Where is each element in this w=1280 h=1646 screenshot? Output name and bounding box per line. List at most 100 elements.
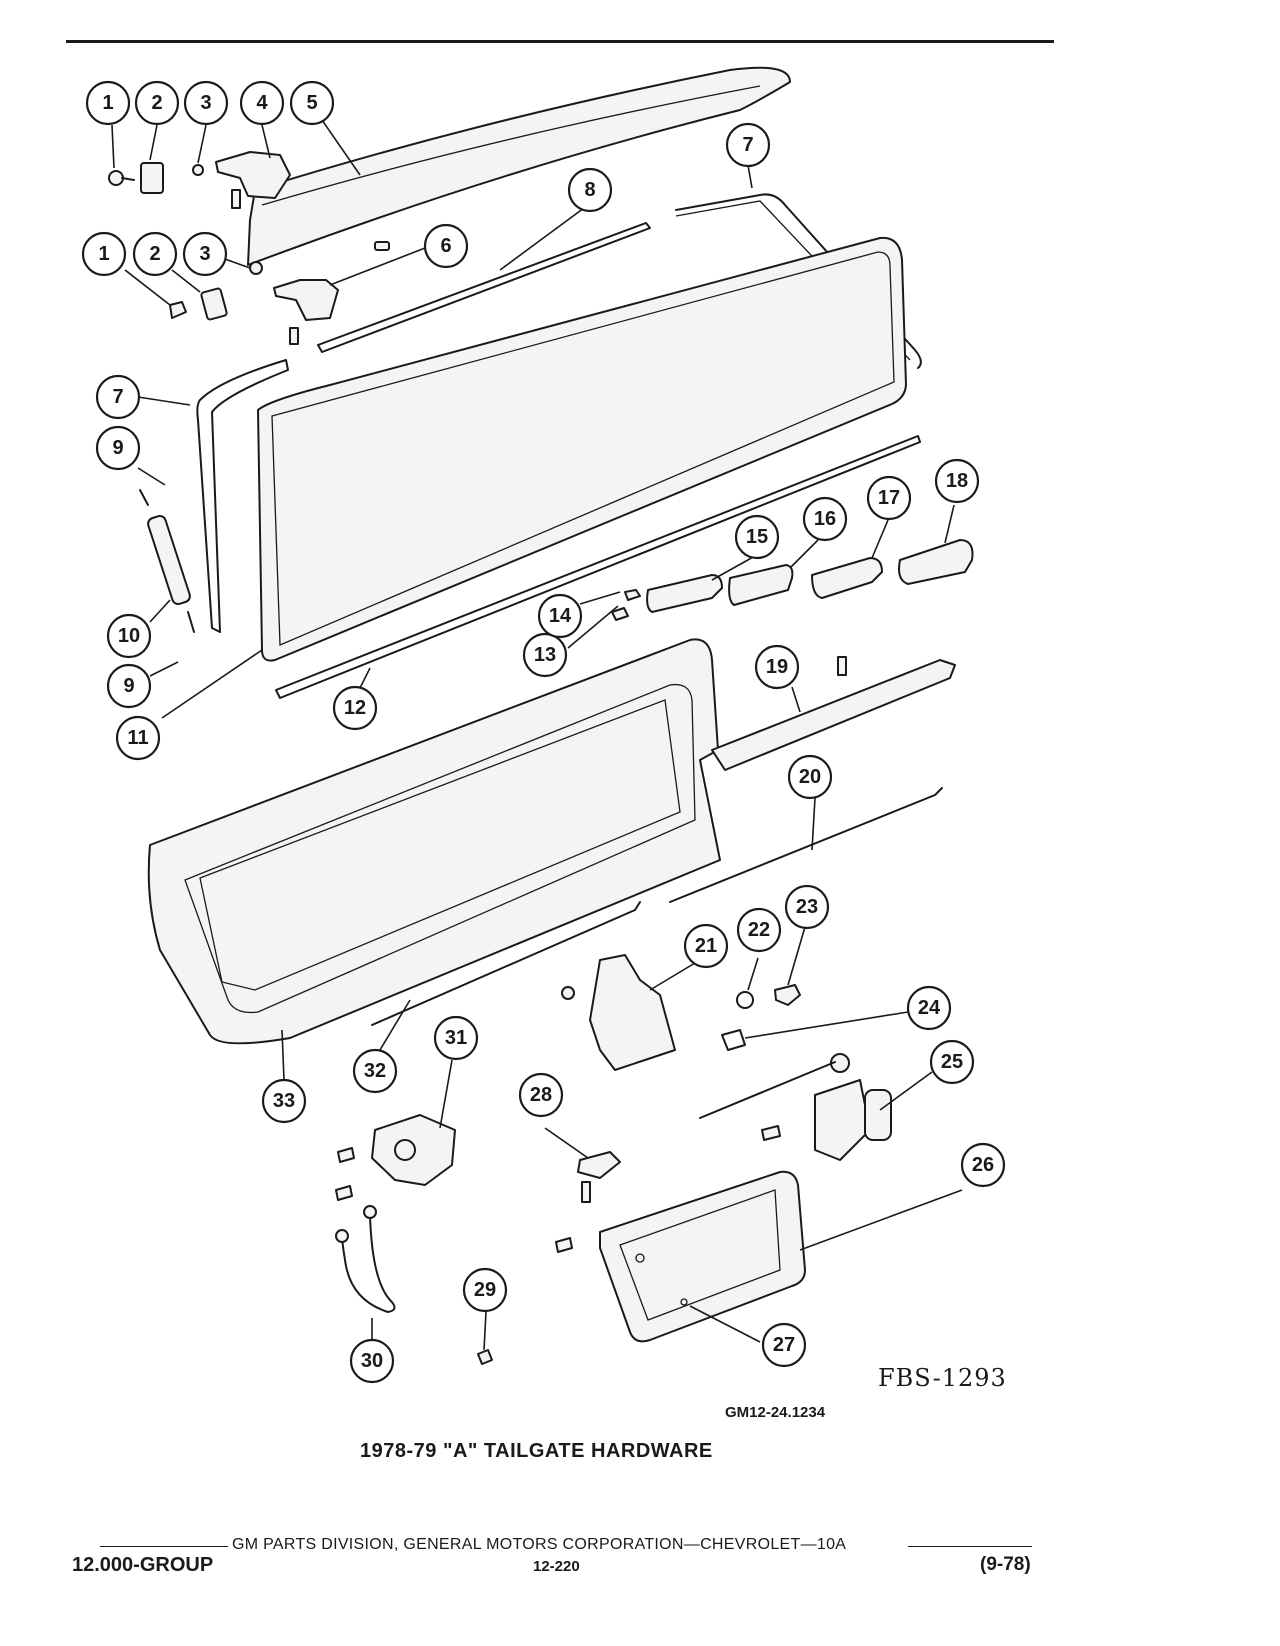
header-panel-edge — [261, 85, 761, 206]
rail-screw-part — [837, 656, 847, 676]
gm-reference-code: GM12-24.1234 — [725, 1404, 826, 1421]
latch-nut-part — [561, 986, 575, 1000]
tailgate-glass-part — [257, 236, 907, 662]
callout-25: 25 — [929, 1039, 975, 1085]
leader-lines — [111, 119, 963, 1351]
lock-cylinder-part — [337, 1114, 456, 1186]
callout-27: 27 — [761, 1322, 807, 1368]
callout-26: 26 — [960, 1142, 1006, 1188]
callout-26-label: 26 — [972, 1154, 994, 1176]
callout-33-label: 33 — [273, 1090, 295, 1112]
lower-reveal-molding-part — [275, 435, 921, 699]
handle-hardware-part — [611, 539, 974, 621]
callout-7-left: 7 — [95, 374, 141, 420]
callout-21-label: 21 — [695, 935, 717, 957]
callout-24-label: 24 — [918, 997, 941, 1019]
callout-25-label: 25 — [941, 1051, 963, 1073]
callout-17: 17 — [866, 475, 912, 521]
upper-reveal-molding-part — [317, 222, 651, 353]
callout-29-label: 29 — [474, 1279, 496, 1301]
footer-corporation: GM PARTS DIVISION, GENERAL MOTORS CORPOR… — [232, 1536, 847, 1553]
callout-31-label: 31 — [445, 1027, 467, 1049]
callout-9-upper: 9 — [95, 425, 141, 471]
footer-rule-left — [100, 1546, 228, 1547]
callout-14: 14 — [537, 593, 583, 639]
callout-4: 4 — [239, 80, 285, 126]
callout-28: 28 — [518, 1072, 564, 1118]
figure-code: FBS-1293 — [878, 1364, 1007, 1392]
callout-22-label: 22 — [748, 919, 770, 941]
callout-7-left-label: 7 — [112, 386, 123, 408]
callout-33: 33 — [261, 1078, 307, 1124]
callout-2-upper: 2 — [134, 80, 180, 126]
tailgate-inner-panel-part — [147, 638, 721, 1045]
callout-12: 12 — [332, 685, 378, 731]
clip-part — [774, 984, 801, 1006]
callout-19: 19 — [754, 644, 800, 690]
callout-2-upper-label: 2 — [151, 92, 162, 114]
callout-8-label: 8 — [584, 179, 595, 201]
callout-19-label: 19 — [766, 656, 788, 678]
callout-31: 31 — [433, 1015, 479, 1061]
callout-5-label: 5 — [306, 92, 317, 114]
callout-13-label: 13 — [534, 644, 556, 666]
callout-14-label: 14 — [549, 605, 572, 627]
callout-24: 24 — [906, 985, 952, 1031]
callout-2-lower: 2 — [132, 231, 178, 277]
striker-bolt-part — [581, 1181, 591, 1203]
retainer-part — [721, 1029, 746, 1051]
header-panel-part — [247, 66, 791, 266]
actuator-part — [699, 1053, 892, 1161]
footer-date: (9-78) — [980, 1554, 1031, 1575]
callout-17-label: 17 — [878, 487, 900, 509]
footer-group: 12.000-GROUP — [72, 1554, 214, 1576]
check-cable-part — [341, 1214, 396, 1313]
right-side-molding-part — [675, 193, 922, 369]
callout-3-lower-label: 3 — [199, 243, 210, 265]
callout-30: 30 — [349, 1338, 395, 1384]
callout-9-lower: 9 — [106, 663, 152, 709]
page-title: 1978-79 "A" TAILGATE HARDWARE — [360, 1440, 713, 1462]
callout-6: 6 — [423, 223, 469, 269]
callout-20-label: 20 — [799, 766, 821, 788]
callout-12-label: 12 — [344, 697, 366, 719]
callout-28-label: 28 — [530, 1084, 552, 1106]
callout-7-right-label: 7 — [742, 134, 753, 156]
callout-29: 29 — [462, 1267, 508, 1313]
callout-6-label: 6 — [440, 235, 451, 257]
callout-10: 10 — [106, 613, 152, 659]
upper-hinge-hardware-part — [108, 151, 291, 209]
callout-18-label: 18 — [946, 470, 968, 492]
callout-10-label: 10 — [118, 625, 140, 647]
callout-7-right: 7 — [725, 122, 771, 168]
license-housing-part — [599, 1170, 806, 1343]
callout-11-label: 11 — [127, 727, 148, 749]
callout-2-lower-label: 2 — [149, 243, 160, 265]
callout-3-upper: 3 — [183, 80, 229, 126]
callout-1-lower: 1 — [81, 231, 127, 277]
callout-16: 16 — [802, 496, 848, 542]
lower-control-rod-part — [371, 901, 641, 1026]
left-side-molding-part — [196, 359, 289, 633]
gas-strut-part — [139, 489, 195, 633]
callout-11: 11 — [115, 715, 161, 761]
top-rule — [66, 40, 1054, 43]
footer-rule-right — [908, 1546, 1032, 1547]
callout-1-upper: 1 — [85, 80, 131, 126]
callout-1-lower-label: 1 — [98, 243, 109, 265]
callout-8: 8 — [567, 167, 613, 213]
callout-15-label: 15 — [746, 526, 768, 548]
callout-13: 13 — [522, 632, 568, 678]
callout-20: 20 — [787, 754, 833, 800]
callout-5: 5 — [289, 80, 335, 126]
callout-3-upper-label: 3 — [200, 92, 211, 114]
grommet-part — [736, 991, 754, 1009]
small-clip-part — [477, 1349, 493, 1365]
callout-27-label: 27 — [773, 1334, 795, 1356]
callout-4-label: 4 — [256, 92, 268, 114]
callout-9-upper-label: 9 — [112, 437, 123, 459]
callout-30-label: 30 — [361, 1350, 383, 1372]
callout-32-label: 32 — [364, 1060, 386, 1082]
callout-23-label: 23 — [796, 896, 818, 918]
